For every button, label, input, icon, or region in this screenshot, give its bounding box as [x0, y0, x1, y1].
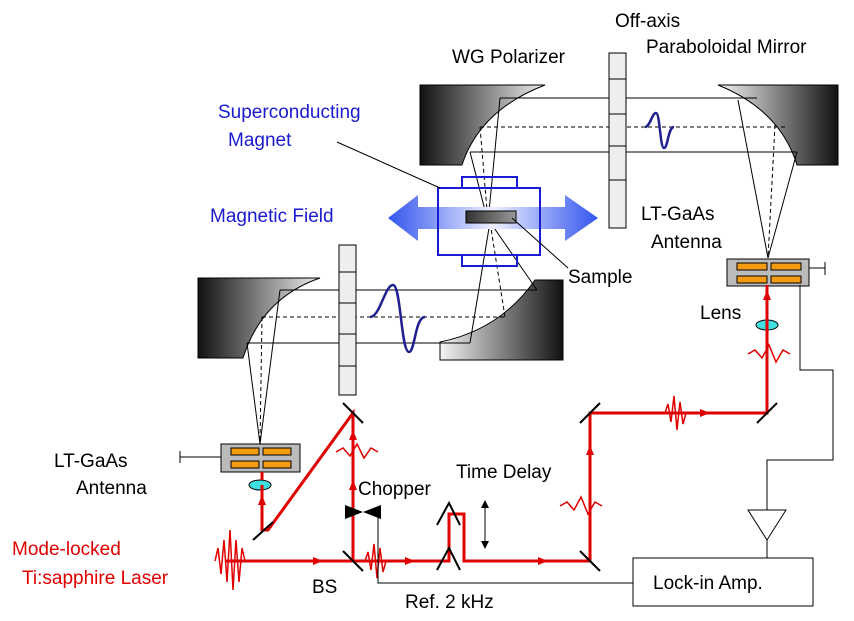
label-antenna-right: Antenna — [651, 232, 722, 253]
electronics — [377, 285, 834, 607]
label-lockin: Lock-in Amp. — [653, 573, 763, 594]
upper-left-mirror — [419, 84, 546, 166]
left-antenna — [179, 443, 301, 473]
lens-left — [248, 479, 272, 491]
lockin-box — [632, 557, 814, 607]
upper-right-mirror — [717, 84, 839, 166]
optical-pulses — [214, 343, 791, 591]
label-mode-locked: Mode-locked — [12, 539, 121, 560]
label-superconducting: Superconducting — [218, 102, 361, 123]
sample-block — [465, 210, 517, 224]
thz-pulse-lower — [369, 283, 426, 354]
right-antenna — [726, 258, 826, 287]
wg-polarizer — [608, 52, 627, 229]
label-lens: Lens — [700, 303, 741, 324]
label-lt-gaas-left: LT-GaAs — [54, 451, 128, 472]
label-sample: Sample — [568, 267, 632, 288]
lower-polarizer — [338, 244, 357, 396]
label-lt-gaas-right: LT-GaAs — [641, 204, 715, 225]
label-magnetic-field: Magnetic Field — [210, 206, 334, 227]
label-wg-polarizer: WG Polarizer — [452, 47, 566, 68]
label-magnet: Magnet — [228, 130, 292, 151]
label-chopper: Chopper — [358, 479, 432, 500]
chopper — [345, 505, 381, 519]
mirrors — [252, 402, 778, 572]
thz-pulse-upper — [644, 111, 675, 150]
label-time-delay: Time Delay — [456, 462, 552, 483]
label-ref: Ref. 2 kHz — [405, 592, 494, 613]
label-paraboloidal-mirror: Paraboloidal Mirror — [646, 37, 807, 58]
label-ti-sapphire: Ti:sapphire Laser — [22, 568, 169, 589]
superconducting-magnet — [437, 176, 541, 267]
lower-right-mirror — [439, 279, 564, 361]
label-off-axis: Off-axis — [615, 11, 680, 32]
lower-left-mirror — [197, 277, 321, 359]
label-antenna-left: Antenna — [76, 478, 147, 499]
beam-arrows — [258, 290, 771, 565]
label-bs: BS — [312, 577, 337, 598]
